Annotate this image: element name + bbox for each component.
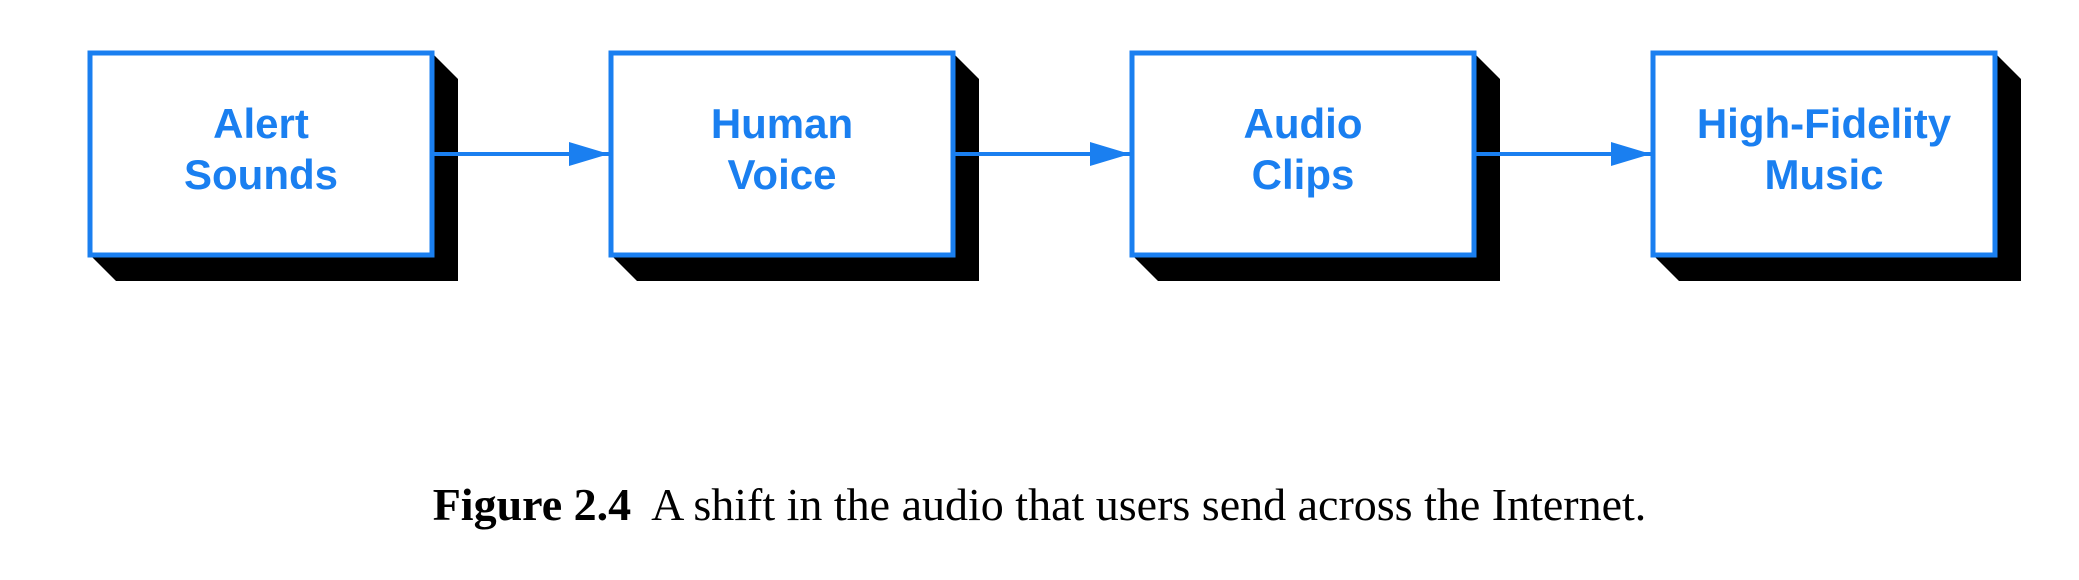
box-frame: [87, 50, 435, 258]
stage-label-line1: Human: [711, 100, 853, 147]
stage-label-line2: Voice: [728, 151, 837, 198]
box-frame: [608, 50, 956, 258]
stage-label-line2: Music: [1764, 151, 1883, 198]
box-shadow: [611, 53, 979, 281]
stage-box-high-fidelity-music: High-Fidelity Music: [1650, 50, 2021, 281]
box-shadow: [1653, 53, 2021, 281]
stage-label-line1: Audio: [1244, 100, 1363, 147]
stage-label-line2: Clips: [1252, 151, 1355, 198]
box-frame: [1129, 50, 1477, 258]
stage-box-audio-clips: Audio Clips: [1129, 50, 1500, 281]
box-shadow: [1132, 53, 1500, 281]
box-frame: [1650, 50, 1998, 258]
stage-box-alert-sounds: Alert Sounds: [87, 50, 458, 281]
figure-caption: Figure 2.4 A shift in the audio that user…: [0, 478, 2079, 531]
figure-label: Figure 2.4: [432, 479, 632, 530]
stage-label-line1: Alert: [213, 100, 309, 147]
stage-box-human-voice: Human Voice: [608, 50, 979, 281]
stage-label-line2: Sounds: [184, 151, 338, 198]
stage-label-line1: High-Fidelity: [1697, 100, 1952, 147]
box-shadow: [90, 53, 458, 281]
caption-text: A shift in the audio that users send acr…: [651, 479, 1647, 530]
